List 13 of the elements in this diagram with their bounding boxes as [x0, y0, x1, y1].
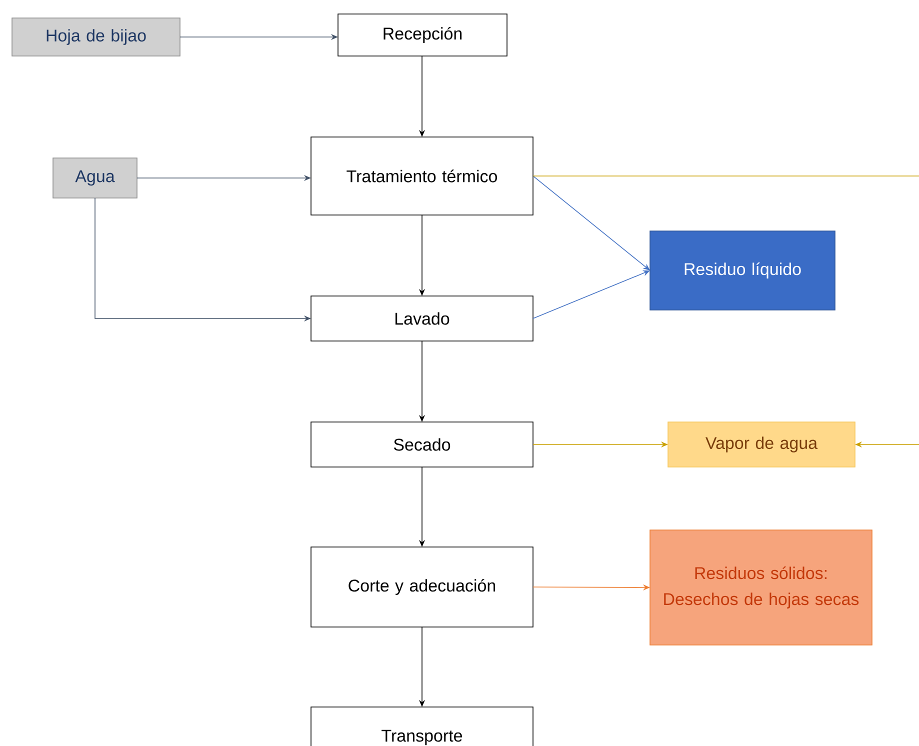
process-box: Secado: [310, 422, 534, 468]
output-box: Residuo líquido: [650, 230, 836, 310]
process-box: Lavado: [310, 296, 534, 342]
input-box: Hoja de bijao: [12, 18, 180, 56]
arrow: [532, 176, 650, 270]
process-box: Transporte: [310, 706, 534, 746]
process-box: Tratamiento térmico: [310, 136, 534, 216]
process-box: Recepción: [338, 14, 508, 56]
arrow: [532, 176, 919, 448]
input-box: Agua: [52, 158, 138, 198]
output-box: Vapor de agua: [668, 422, 856, 468]
process-box: Corte y adecuación: [310, 546, 534, 628]
output-box: Residuos sólidos: Desechos de hojas secas: [650, 530, 872, 646]
